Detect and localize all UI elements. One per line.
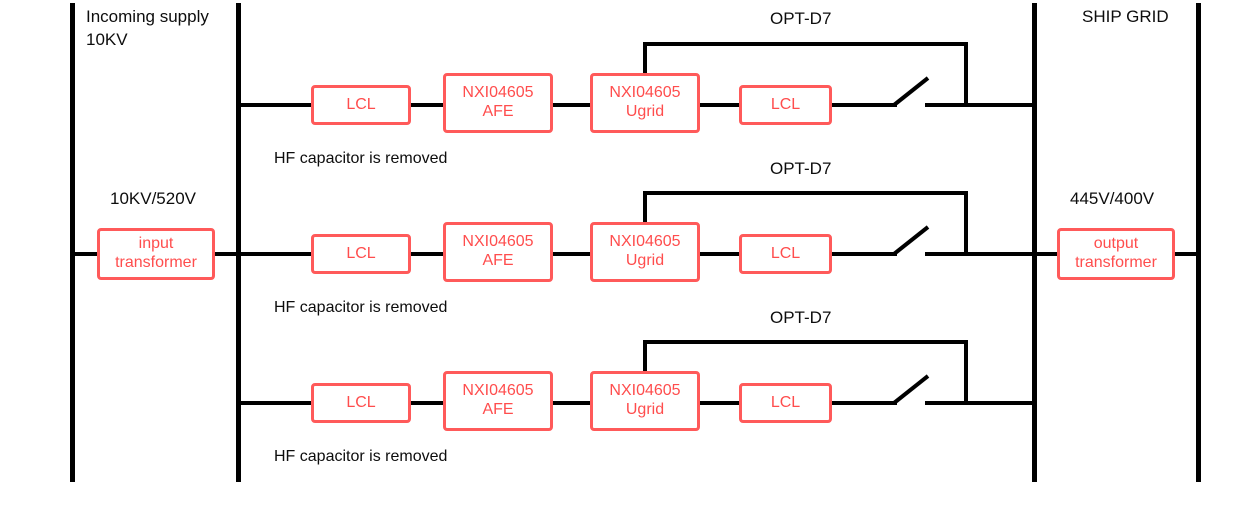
busbar-incoming-left [70,3,75,482]
row-2-afe[interactable]: NXI04605 AFE [443,222,553,282]
row-2-bypass-riser [643,191,647,224]
row-3-wire-switch-to-bus [925,401,1036,405]
row-2-wire-output-xfmr-to-right-bus [1168,252,1200,256]
row-1-bypass-dropper [964,42,968,105]
row-2-lcl-input-label: LCL [346,244,376,262]
row-2-wire-afe-to-ugrid [550,252,593,256]
row-3-wire-lcl-to-afe [408,401,446,405]
row-1-hf-capacitor-note: HF capacitor is removed [274,150,448,167]
row-3-lcl-output[interactable]: LCL [739,383,832,423]
row-3-afe[interactable]: NXI04605 AFE [443,371,553,431]
row-1-afe-label-line1: NXI04605 [462,84,534,102]
busbar-incoming-right [236,3,241,482]
row-2-lcl-input[interactable]: LCL [311,234,411,274]
row-1-ugrid-label-line1: NXI04605 [609,84,681,102]
row-1-bypass-riser [643,42,647,75]
row-3-bypass-riser [643,340,647,373]
row-1-lcl-output-label: LCL [770,95,801,113]
row-2-afe-label-line2: AFE [482,252,514,269]
row-2-wire-bus-to-output-xfmr [1032,252,1062,256]
row-3-bypass-dropper [964,340,968,403]
row-3-opt-label: OPT-D7 [770,308,832,327]
row-3-bypass-switch[interactable] [890,368,934,408]
row-3-wire-ugrid-to-lcl [697,401,742,405]
row-3-hf-capacitor-note: HF capacitor is removed [274,448,448,465]
row-2-bypass-switch[interactable] [890,219,934,259]
row-3-wire-bus-to-lcl [236,401,314,405]
row-2-wire-bus-to-lcl [236,252,314,256]
row-1-bypass-top [643,42,968,46]
row-2-wire-left-edge-to-input-xfmr [70,252,106,256]
row-2-lcl-output[interactable]: LCL [739,234,832,274]
row-1-wire-lcl-to-afe [408,103,446,107]
row-2-wire-ugrid-to-lcl [697,252,742,256]
row-2-ugrid-label-line1: NXI04605 [609,233,681,251]
row-3-afe-label-line1: NXI04605 [462,382,534,400]
row-1-wire-lcl-to-switch [829,103,897,107]
row-3-wire-afe-to-ugrid [550,401,593,405]
row-1-lcl-input[interactable]: LCL [311,85,411,125]
output-transformer-line2: transformer [1075,254,1157,271]
row-1-wire-ugrid-to-lcl [697,103,742,107]
row-1-wire-afe-to-ugrid [550,103,593,107]
row-1-wire-bus-to-lcl [236,103,314,107]
row-1-bypass-switch[interactable] [890,70,934,110]
row-1-ugrid[interactable]: NXI04605 Ugrid [590,73,700,133]
input-transformer-ratio-label: 10KV/520V [110,189,197,208]
row-2-bypass-top [643,191,968,195]
row-3-wire-lcl-to-switch [829,401,897,405]
output-transformer-line1: output [1093,235,1139,253]
row-2-opt-label: OPT-D7 [770,159,832,178]
row-2-wire-lcl-to-afe [408,252,446,256]
row-1-wire-switch-to-bus [925,103,1036,107]
row-2-afe-label-line1: NXI04605 [462,233,534,251]
row-2-wire-lcl-to-switch [829,252,897,256]
row-2-ugrid-label-line2: Ugrid [625,252,665,269]
row-3-bypass-top [643,340,968,344]
input-transformer[interactable]: input transformer [97,228,215,280]
row-1-afe-label-line2: AFE [482,103,514,120]
row-3-lcl-output-label: LCL [770,393,801,411]
row-3-lcl-input[interactable]: LCL [311,383,411,423]
busbar-shipgrid-left [1032,3,1037,482]
row-1-afe[interactable]: NXI04605 AFE [443,73,553,133]
row-2-bypass-dropper [964,191,968,254]
input-transformer-line2: transformer [115,254,197,271]
row-2-ugrid[interactable]: NXI04605 Ugrid [590,222,700,282]
row-1-opt-label: OPT-D7 [770,9,832,28]
row-2-hf-capacitor-note: HF capacitor is removed [274,299,448,316]
row-3-ugrid-label-line1: NXI04605 [609,382,681,400]
row-1-lcl-input-label: LCL [346,95,376,113]
row-3-lcl-input-label: LCL [346,393,376,411]
ship-grid-label: SHIP GRID [1082,7,1169,26]
row-3-afe-label-line2: AFE [482,401,514,418]
output-transformer-ratio-label: 445V/400V [1070,189,1155,208]
row-1-lcl-output[interactable]: LCL [739,85,832,125]
row-1-ugrid-label-line2: Ugrid [625,103,665,120]
output-transformer[interactable]: output transformer [1057,228,1175,280]
row-2-lcl-output-label: LCL [770,244,801,262]
busbar-shipgrid-right [1196,3,1201,482]
incoming-supply-label: Incoming supply 10KV [86,7,209,49]
row-3-ugrid-label-line2: Ugrid [625,401,665,418]
input-transformer-line1: input [138,235,174,253]
row-2-wire-input-xfmr-to-bus [210,252,240,256]
row-3-ugrid[interactable]: NXI04605 Ugrid [590,371,700,431]
row-2-wire-switch-to-bus [925,252,1036,256]
